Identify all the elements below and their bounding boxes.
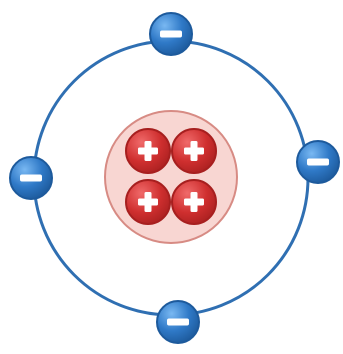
minus-icon <box>160 31 182 38</box>
electron-right <box>297 141 339 183</box>
electron-left <box>10 157 52 199</box>
proton-4 <box>172 180 216 224</box>
plus-vertical-bar <box>191 141 198 161</box>
proton-3 <box>126 180 170 224</box>
minus-icon <box>167 319 189 326</box>
plus-vertical-bar <box>191 192 198 212</box>
proton-2 <box>172 129 216 173</box>
minus-icon <box>20 175 42 182</box>
electron-top <box>150 13 192 55</box>
nucleus <box>105 111 237 243</box>
plus-vertical-bar <box>145 192 152 212</box>
plus-vertical-bar <box>145 141 152 161</box>
proton-1 <box>126 129 170 173</box>
electron-bottom <box>157 301 199 343</box>
minus-icon <box>307 159 329 166</box>
